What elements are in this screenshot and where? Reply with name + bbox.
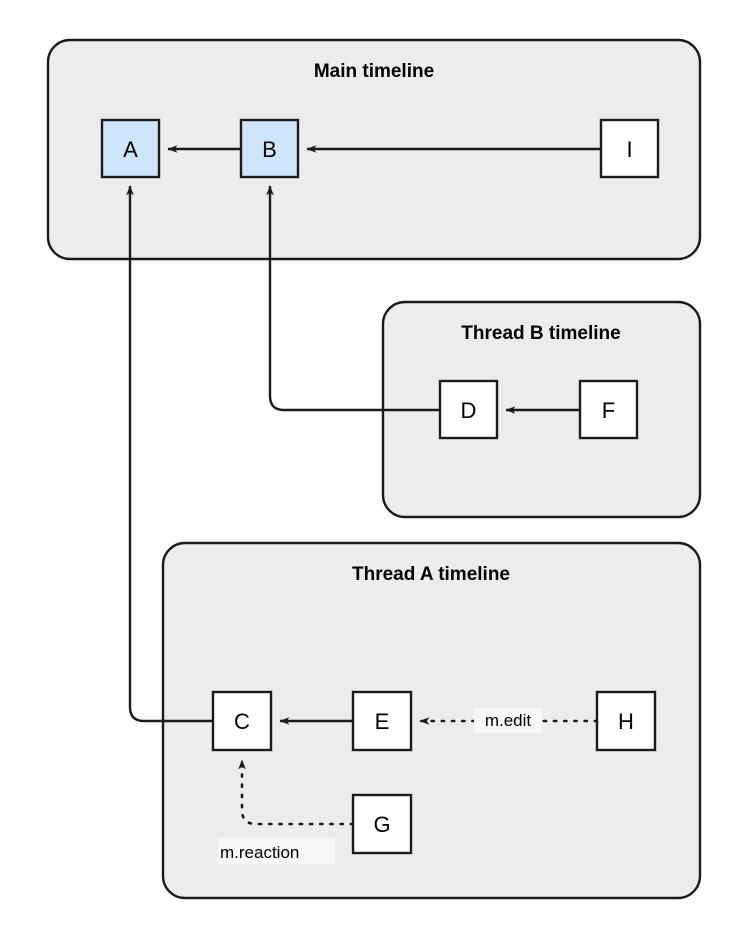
edge-label-m-edit: m.edit	[485, 711, 532, 730]
node-h[interactable]: H	[595, 690, 657, 752]
edge-h-to-e: m.edit	[418, 708, 599, 733]
edge-c-to-a	[126, 185, 213, 723]
node-h-label: H	[618, 709, 634, 734]
node-d[interactable]: D	[438, 379, 499, 440]
edge-d-to-b	[266, 185, 440, 412]
node-b-label: B	[262, 137, 277, 162]
node-c-box[interactable]	[211, 690, 273, 752]
node-e[interactable]: E	[351, 690, 413, 752]
node-g[interactable]: G	[351, 793, 413, 855]
group-thread-a-timeline-title: Thread A timeline	[352, 564, 510, 585]
group-main-timeline-title: Main timeline	[314, 61, 434, 82]
node-f-label: F	[602, 398, 615, 423]
node-c-label: C	[234, 709, 250, 734]
node-a-box[interactable]	[100, 118, 161, 179]
node-i-box[interactable]	[599, 118, 660, 179]
node-a[interactable]: A	[100, 118, 161, 179]
edge-label-m-reaction: m.reaction	[220, 843, 299, 862]
node-e-label: E	[375, 709, 390, 734]
edge-c-to-a-line	[126, 185, 213, 723]
node-g-box[interactable]	[351, 793, 413, 855]
node-b[interactable]: B	[239, 118, 300, 179]
node-g-label: G	[373, 812, 390, 837]
node-b-box[interactable]	[239, 118, 300, 179]
node-c[interactable]: C	[211, 690, 273, 752]
edge-d-to-b-line	[266, 185, 440, 412]
node-a-label: A	[123, 137, 138, 162]
edge-g-to-c: m.reaction	[218, 758, 355, 864]
edge-label-m-reaction-backdrop	[218, 838, 335, 864]
node-d-box[interactable]	[438, 379, 499, 440]
node-f-box[interactable]	[578, 379, 639, 440]
node-i-label: I	[626, 137, 632, 162]
node-d-label: D	[461, 398, 477, 423]
node-f[interactable]: F	[578, 379, 639, 440]
node-h-box[interactable]	[595, 690, 657, 752]
node-e-box[interactable]	[351, 690, 413, 752]
edge-label-m-edit-backdrop	[474, 708, 542, 733]
group-thread-b-timeline-title: Thread B timeline	[461, 323, 620, 344]
node-i[interactable]: I	[599, 118, 660, 179]
